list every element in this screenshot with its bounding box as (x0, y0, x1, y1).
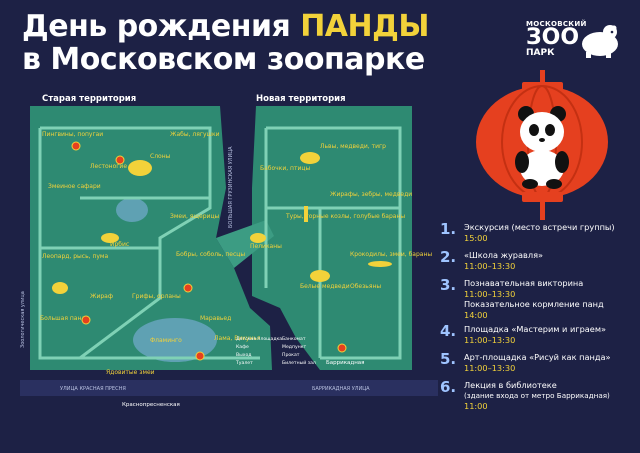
street-bolshaya-gruzinskaya: БОЛЬШАЯ ГРУЗИНСКАЯ УЛИЦА (228, 146, 234, 228)
elephant-icon (128, 160, 152, 176)
title-highlight: ПАНДЫ (300, 9, 429, 44)
schedule-number: 3. (440, 276, 457, 294)
street-barrikadnaya: БАРРИКАДНАЯ УЛИЦА (312, 386, 370, 392)
pelican-icon (250, 233, 266, 243)
schedule-time-2: 14:00 (464, 310, 488, 320)
schedule-number: 5. (440, 350, 457, 368)
schedule-time: 11:00–13:30 (464, 335, 516, 345)
event-marker-5 (195, 351, 205, 361)
new-territory-area[interactable] (252, 106, 412, 370)
label-zebras[interactable]: Жирафы, зебры, медведи (330, 191, 412, 198)
legend-atm: Банкомат (282, 336, 306, 342)
crocodile-icon (368, 261, 392, 267)
giraffe-neck-icon (304, 206, 308, 222)
street-band (20, 380, 438, 396)
label-giraffe-old[interactable]: Жираф (90, 293, 113, 300)
schedule-name: Лекция в библиотеке (464, 380, 557, 390)
label-anteater[interactable]: Маравьед (200, 315, 231, 322)
event-marker-4 (81, 315, 91, 325)
page-title: День рождения ПАНДЫ в Московском зоопарк… (22, 10, 429, 76)
schedule-name: Экскурсия (место встречи группы) (464, 222, 615, 232)
schedule-name: Площадка «Мастерим и играем» (464, 324, 607, 334)
schedule-name-2: Показательное кормление панд (464, 299, 604, 309)
label-venomous-snakes[interactable]: Ядовитые змеи (106, 369, 155, 376)
label-llama[interactable]: Лама, Викунья (214, 335, 261, 342)
legend-first-aid: Медпункт (282, 344, 306, 350)
schedule-time: 11:00–13:30 (464, 261, 516, 271)
schedule-name: Арт-площадка «Рисуй как панда» (464, 352, 611, 362)
animal-icons (52, 152, 392, 294)
zoo-logo: МОСКОВСКИЙ ЗОО ПАРК (526, 14, 626, 62)
zoo-map[interactable]: Старая территория Новая территория Пингв… (20, 88, 438, 410)
legend-playground: Детская площадка (236, 336, 282, 342)
label-leopard[interactable]: Леопард, рысь, пума (42, 253, 108, 260)
schedule-time: 11:00 (464, 401, 488, 411)
schedule-number: 1. (440, 220, 457, 238)
label-snake-safari[interactable]: Змеиное сафари (48, 183, 101, 190)
title-line-2: в Московском зоопарке (22, 42, 425, 77)
new-territory-label: Новая территория (256, 94, 346, 104)
label-panda[interactable]: Большая панда (40, 315, 90, 322)
event-marker-1 (71, 141, 81, 151)
event-marker-2 (115, 155, 125, 165)
schedule-name: «Школа журавля» (464, 250, 544, 260)
panda-icon (515, 106, 569, 189)
event-marker-3 (183, 283, 193, 293)
label-vultures[interactable]: Грифы, орланы (132, 293, 181, 300)
schedule-time: 11:00–13:30 (464, 289, 516, 299)
label-pelicans[interactable]: Пеликаны (250, 243, 282, 250)
street-krasnaya-presnya: УЛИЦА КРАСНАЯ ПРЕСНЯ (60, 386, 126, 392)
label-butterflies[interactable]: Бабочки, птицы (260, 165, 310, 172)
schedule-number: 4. (440, 322, 457, 340)
schedule-number: 6. (440, 378, 457, 396)
logo-bottom-text: ПАРК (526, 48, 555, 58)
label-lions[interactable]: Львы, медведи, тигр (320, 143, 386, 150)
label-elephants[interactable]: Слоны (150, 153, 171, 160)
lion-icon (300, 152, 320, 164)
logo-top-text: МОСКОВСКИЙ (526, 20, 587, 28)
schedule-time: 11:00–13:30 (464, 363, 516, 373)
schedule-number: 2. (440, 248, 457, 266)
label-flamingo[interactable]: Фламинго (150, 337, 182, 344)
polar-bear-icon (310, 270, 330, 282)
snow-leopard-icon (101, 233, 119, 243)
label-monkeys[interactable]: Обезьяны (350, 283, 381, 290)
label-penguins[interactable]: Пингвины, попугаи (42, 131, 103, 138)
label-pinnipeds[interactable]: Лестоногие (90, 163, 127, 170)
legend-toilet: Туалет (235, 360, 253, 366)
label-irbis[interactable]: Ирбис (110, 241, 129, 248)
label-goats[interactable]: Туры, горные козлы, голубые бараны (285, 213, 405, 220)
label-crocodiles[interactable]: Крокодилы, змеи, бараны (350, 251, 432, 258)
bridge[interactable] (216, 220, 274, 268)
lantern-cord-icon (540, 70, 545, 84)
street-zoologicheskaya: Зоологическая улица (20, 291, 26, 348)
metro-barrikadnaya[interactable]: Баррикадная (326, 360, 364, 366)
schedule-time: 15:00 (464, 233, 488, 243)
pond-big (133, 318, 217, 362)
title-line-1: День рождения ПАНДЫ (22, 9, 429, 44)
legend-exit: Выход (236, 352, 251, 358)
legend-ticket-hall: Билетный зал (282, 359, 316, 366)
pond-small (116, 198, 148, 222)
old-territory-label: Старая территория (42, 94, 136, 104)
label-beavers[interactable]: Бобры, соболь, песцы (176, 251, 245, 258)
logo-big-text: ЗОО (526, 25, 580, 50)
bear-logo-icon (582, 25, 618, 58)
label-polar-bears[interactable]: Белые медведи (300, 283, 350, 290)
paths (38, 126, 402, 360)
legend-rental: Прокат (282, 352, 300, 358)
event-marker-6 (337, 343, 347, 353)
metro-krasnopresnenskaya[interactable]: Краснопресненская (122, 402, 180, 408)
label-lizards[interactable]: Змеи, ящерицы (170, 213, 220, 220)
label-toads[interactable]: Жабы, лягушки (170, 131, 220, 138)
schedule-sub: (здание входа от метро Баррикадная) (464, 391, 610, 400)
event-markers[interactable] (71, 141, 347, 361)
map-legend: Детская площадка Кафе Выход Туалет Банко… (235, 336, 316, 366)
legend-cafe: Кафе (236, 344, 249, 350)
panda-lantern-illustration (476, 70, 608, 220)
panda-icon (52, 282, 68, 294)
schedule-name: Познавательная викторина (464, 278, 584, 288)
